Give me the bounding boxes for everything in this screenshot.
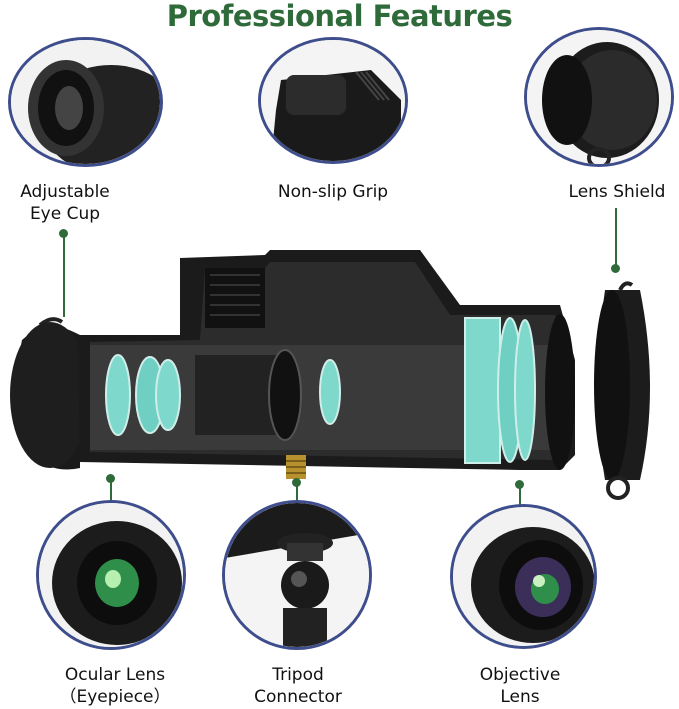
page-title: Professional Features [166, 0, 513, 33]
tripod-icon [225, 503, 369, 647]
eye-cup-label: Adjustable Eye Cup [0, 181, 130, 225]
tripod-label-line1: Tripod [272, 665, 324, 685]
eye-cup-label-line2: Eye Cup [29, 204, 101, 224]
objective-lens-icon [453, 507, 594, 646]
tripod-connector-line [296, 480, 298, 510]
tripod-connector-circle [222, 500, 372, 650]
eye-cup-connector [63, 232, 65, 317]
lens-shield-icon [527, 30, 671, 164]
tripod-dot [292, 478, 301, 487]
objective-connector [519, 484, 521, 509]
objective-lens-group [464, 317, 536, 464]
lens-shield-label: Lens Shield [568, 182, 666, 202]
eye-cup-icon [11, 40, 160, 164]
eye-cup-label-line1: Adjustable [20, 182, 110, 202]
ocular-lens-label-line2: （Eyepiece） [59, 687, 171, 707]
ocular-lens-icon [39, 503, 183, 647]
lens-shield-connector [615, 208, 617, 268]
eye-cup-circle [8, 37, 163, 167]
lens-shield-dot [611, 264, 620, 273]
eye-cup-dot [59, 229, 68, 238]
ocular-connector [110, 478, 112, 508]
ocular-lens-circle [36, 500, 186, 650]
tripod-label-line2: Connector [254, 687, 342, 707]
tripod-label: Tripod Connector [228, 664, 368, 708]
grip-icon [261, 40, 405, 161]
objective-lens-label-line2: Lens [500, 687, 540, 707]
grip-circle [258, 37, 408, 164]
ocular-lens-label-line1: Ocular Lens [64, 665, 166, 685]
objective-dot [515, 480, 524, 489]
lens-shield-circle [524, 27, 674, 167]
objective-lens-label: Objective Lens [450, 664, 590, 708]
grip-label: Non-slip Grip [277, 182, 389, 202]
ocular-dot [106, 474, 115, 483]
eyepiece-lens-group [105, 354, 181, 436]
objective-lens-label-line1: Objective [479, 665, 561, 685]
objective-lens-circle [450, 504, 597, 649]
ocular-lens-label: Ocular Lens （Eyepiece） [40, 664, 190, 708]
